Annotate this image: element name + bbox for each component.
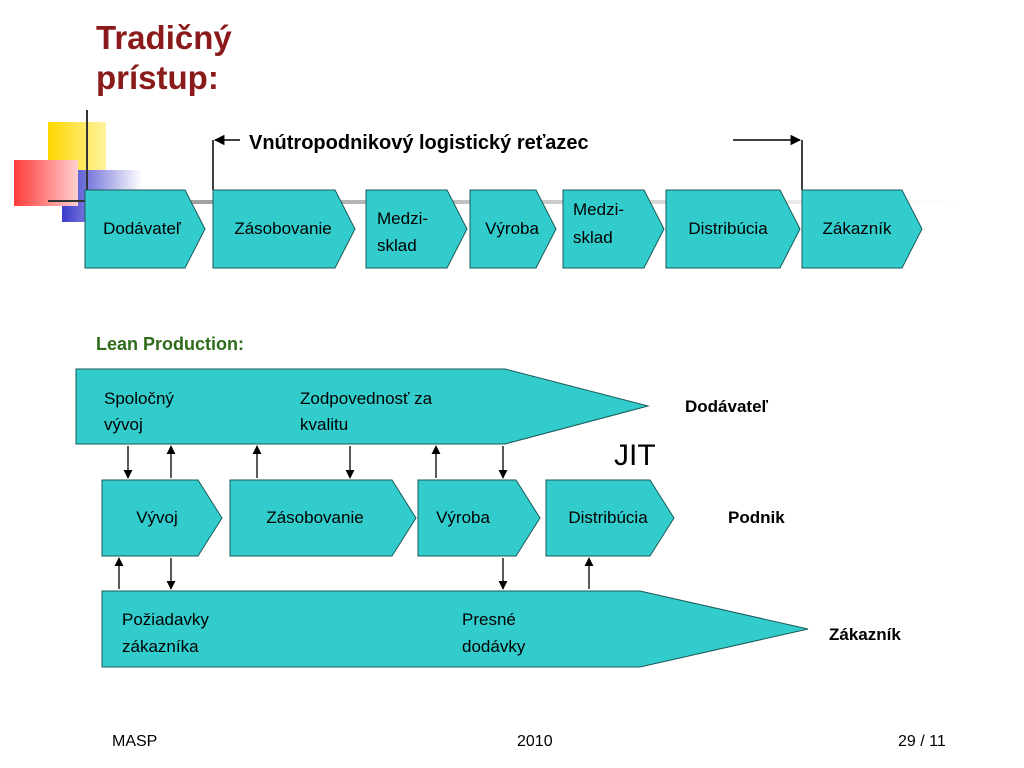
customer-item2-line2: dodávky: [462, 637, 526, 656]
supplier-item1-line2: vývoj: [104, 415, 143, 434]
decor-vertical-line: [86, 110, 88, 230]
chain-box-medzisklad-2: [562, 189, 665, 269]
supplier-item2-line2: kvalitu: [300, 415, 349, 434]
chain-step-vyroba: Výroba: [485, 219, 539, 238]
supplier-item2-line1: Zodpovednosť za: [300, 389, 433, 408]
chain-step-distribucia: Distribúcia: [688, 219, 768, 238]
chain-step-medzisklad2-line2: sklad: [573, 228, 613, 247]
lean-section-title: Lean Production:: [96, 334, 244, 354]
chain-step-zakaznik: Zákazník: [822, 219, 892, 238]
customer-item2-line1: Presné: [462, 610, 516, 629]
slide-title: Tradičný prístup:: [96, 18, 232, 98]
footer-center: 2010: [517, 733, 553, 750]
company-step-vyroba: Výroba: [436, 508, 490, 527]
lean-box-vyvoj: [101, 479, 223, 557]
company-step-distribucia: Distribúcia: [568, 508, 648, 527]
lean-box-zasobovanie: [229, 479, 417, 557]
chain-step-medzisklad1-line1: Medzi-: [377, 209, 429, 228]
footer-right: 29 / 11: [898, 733, 946, 750]
jit-label: JIT: [614, 439, 656, 472]
company-step-zasobovanie: Zásobovanie: [266, 508, 364, 527]
chain-step-medzisklad1-line2: sklad: [377, 236, 417, 255]
lean-supplier-band: [75, 368, 650, 445]
chain-step-dodavatel: Dodávateľ: [103, 219, 181, 238]
lean-customer-band: [101, 590, 809, 668]
slide-title-line2: prístup:: [96, 59, 219, 96]
footer-left: MASP: [112, 733, 158, 750]
chain-box-vyroba: [469, 189, 557, 269]
chain-step-zasobovanie: Zásobovanie: [234, 219, 332, 238]
decor-red-square: [14, 160, 78, 206]
slide-title-line1: Tradičný: [96, 19, 232, 56]
chain-step-medzisklad2-line1: Medzi-: [573, 200, 625, 219]
chain-box-zakaznik: [801, 189, 923, 269]
supplier-side-label: Dodávateľ: [685, 397, 769, 416]
chain-label: Vnútropodnikový logistický reťazec: [249, 132, 589, 154]
chain-box-dodavatel: [84, 189, 206, 269]
customer-side-label: Zákazník: [829, 625, 901, 644]
customer-item1-line2: zákazníka: [122, 637, 199, 656]
company-side-label: Podnik: [728, 508, 785, 527]
company-step-vyvoj: Vývoj: [136, 508, 178, 527]
customer-item1-line1: Požiadavky: [122, 610, 209, 629]
lean-box-vyroba: [417, 479, 541, 557]
chain-box-medzisklad-1: [365, 189, 468, 269]
chain-backdrop-line: [140, 200, 960, 204]
chain-box-distribucia: [665, 189, 801, 269]
chain-box-zasobovanie: [212, 189, 356, 269]
lean-box-distribucia: [545, 479, 675, 557]
supplier-item1-line1: Spoločný: [104, 389, 174, 408]
